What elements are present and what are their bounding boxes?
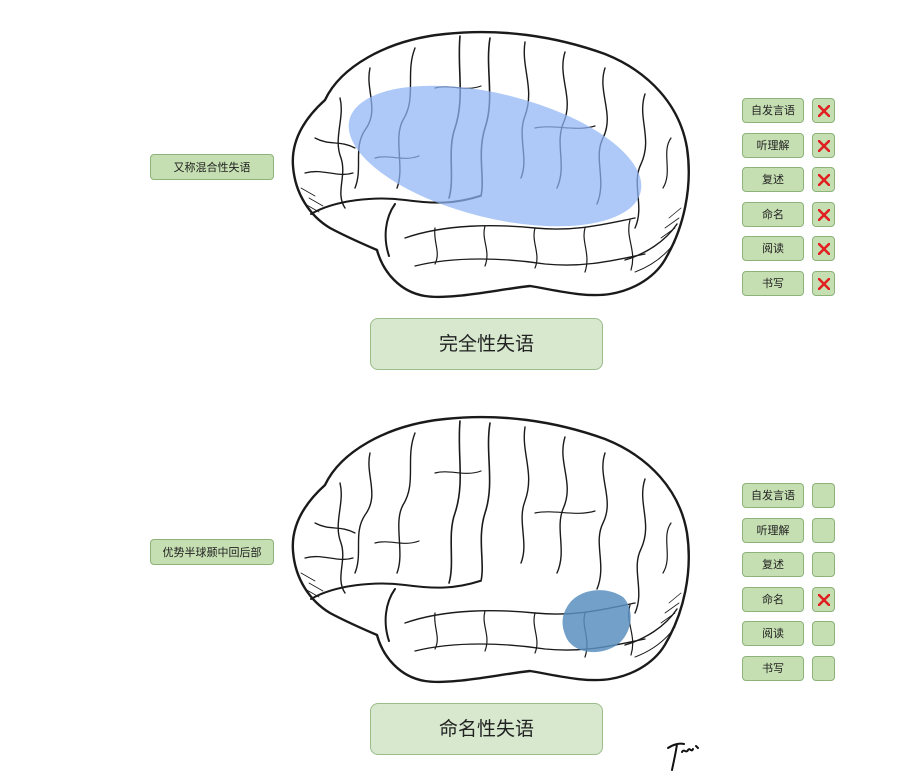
status-indicator <box>812 236 835 261</box>
red-x-icon <box>817 105 830 117</box>
status-indicator <box>812 483 835 508</box>
function-list: 自发言语 听理解 复述 命名 阅读 <box>742 98 842 305</box>
status-indicator <box>812 621 835 646</box>
function-row-reading: 阅读 <box>742 621 842 656</box>
status-indicator <box>812 552 835 577</box>
signature-icon <box>667 742 699 771</box>
function-list: 自发言语 听理解 复述 命名 阅读 书写 <box>742 483 842 690</box>
function-row-comprehension: 听理解 <box>742 517 842 553</box>
red-x-icon <box>817 208 830 221</box>
aphasia-panel-anomic: 优势半球颞中回后部 命名性失语 自发言语 听理解 复述 命名 阅读 书写 <box>0 385 898 770</box>
function-label: 自发言语 <box>742 98 804 123</box>
aphasia-type-title: 命名性失语 <box>370 703 603 755</box>
function-label: 复述 <box>742 167 804 192</box>
status-indicator <box>812 132 835 158</box>
side-note: 优势半球颞中回后部 <box>150 539 274 565</box>
brain-illustration <box>291 415 690 684</box>
function-label: 书写 <box>742 270 804 296</box>
red-x-icon <box>817 277 830 290</box>
function-row-naming: 命名 <box>742 201 842 237</box>
function-row-spontaneous-speech: 自发言语 <box>742 98 842 133</box>
function-label: 命名 <box>742 201 804 227</box>
function-row-spontaneous-speech: 自发言语 <box>742 483 842 518</box>
lesion-highlight <box>348 85 642 227</box>
aphasia-panel-global: 又称混合性失语 完全性失语 自发言语 听理解 复述 命名 <box>0 0 898 385</box>
red-x-icon <box>817 174 830 186</box>
function-row-writing: 书写 <box>742 270 842 306</box>
function-label: 自发言语 <box>742 483 804 508</box>
status-indicator <box>812 270 835 296</box>
status-indicator <box>812 167 835 192</box>
function-row-comprehension: 听理解 <box>742 132 842 168</box>
status-indicator <box>812 586 835 612</box>
red-x-icon <box>817 243 830 255</box>
lesion-highlight <box>562 590 631 653</box>
function-row-writing: 书写 <box>742 655 842 691</box>
function-label: 复述 <box>742 552 804 577</box>
status-indicator <box>812 655 835 681</box>
function-label: 阅读 <box>742 621 804 646</box>
status-indicator <box>812 98 835 123</box>
red-x-icon <box>817 593 830 606</box>
function-label: 书写 <box>742 655 804 681</box>
function-label: 命名 <box>742 586 804 612</box>
function-row-repetition: 复述 <box>742 552 842 587</box>
status-indicator <box>812 201 835 227</box>
function-row-repetition: 复述 <box>742 167 842 202</box>
red-x-icon <box>817 139 830 152</box>
brain-illustration <box>291 30 690 299</box>
function-row-reading: 阅读 <box>742 236 842 271</box>
function-row-naming: 命名 <box>742 586 842 622</box>
status-indicator <box>812 517 835 543</box>
function-label: 阅读 <box>742 236 804 261</box>
aphasia-type-title: 完全性失语 <box>370 318 603 370</box>
side-note: 又称混合性失语 <box>150 154 274 180</box>
function-label: 听理解 <box>742 132 804 158</box>
function-label: 听理解 <box>742 517 804 543</box>
